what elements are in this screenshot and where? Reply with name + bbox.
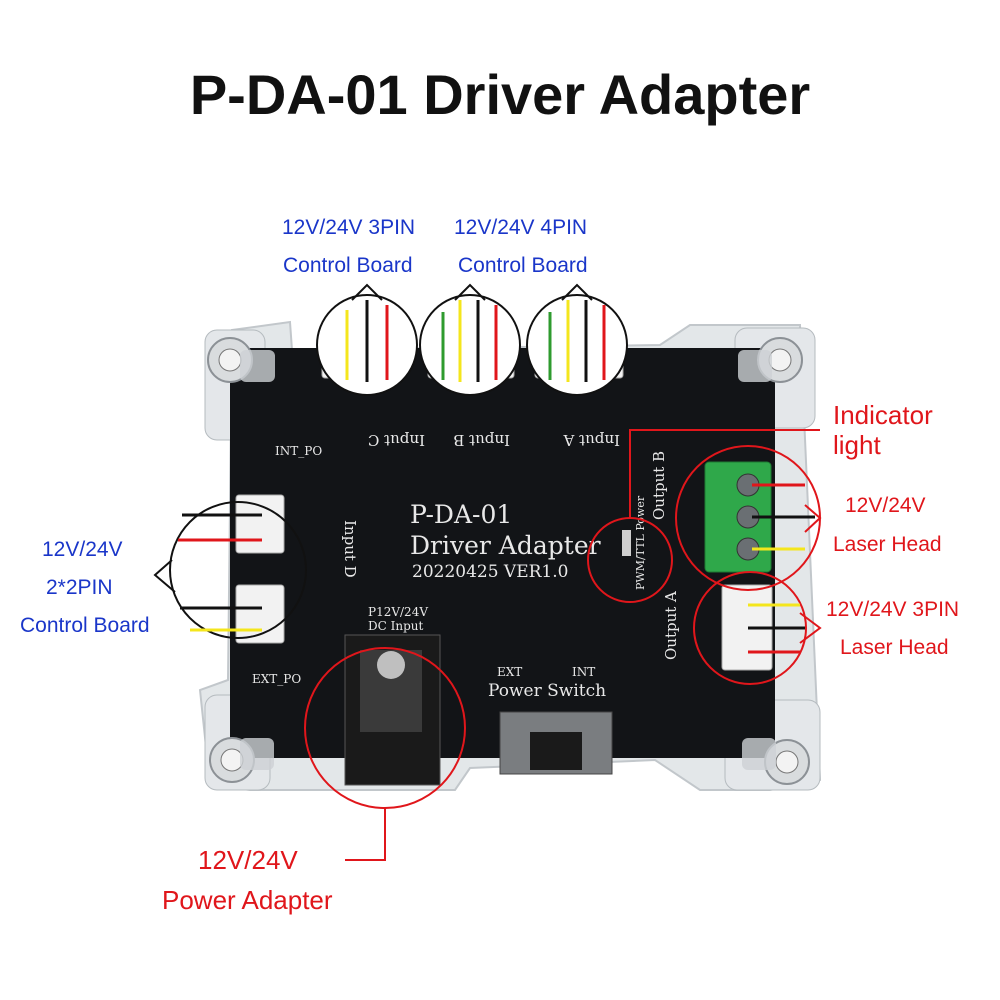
callout-circle-laser-3pin <box>693 571 807 685</box>
input-c-label: Input C <box>368 431 425 449</box>
pointer-laser-terminal <box>804 504 822 533</box>
callout-circle-4pin-a <box>526 294 628 396</box>
pointer-4pin-a <box>561 283 593 301</box>
input-a-label: Input A <box>563 431 620 449</box>
page-title: P-DA-01 Driver Adapter <box>189 63 811 126</box>
int-po-label: INT_PO <box>275 444 322 458</box>
switch-int-label: INT <box>572 665 595 679</box>
callout-3pin-line2: Control Board <box>283 254 413 277</box>
callout-2x2-line3: Control Board <box>20 614 150 637</box>
board-model: P-DA-01 <box>410 500 512 529</box>
callout-2x2-line2: 2*2PIN <box>46 576 113 599</box>
input-b-label: Input B <box>453 431 510 449</box>
callout-laser-terminal-line2: Laser Head <box>833 533 942 556</box>
dc-jack <box>344 634 441 786</box>
input-d-label: Input D <box>341 520 359 578</box>
callout-2x2-line1: 12V/24V <box>42 538 123 561</box>
indicator-silk: PWM/TTL Power <box>634 495 647 590</box>
pointer-2x2 <box>153 559 176 593</box>
switch-ext-label: EXT <box>497 665 522 679</box>
pointer-indicator <box>629 429 820 518</box>
callout-power-line2: Power Adapter <box>162 885 333 915</box>
callout-4pin-line2: Control Board <box>458 254 588 277</box>
callout-power-line1: 12V/24V <box>198 845 298 875</box>
callout-indicator-line2: light <box>833 430 881 460</box>
power-switch-label: Power Switch <box>488 681 606 701</box>
indicator-led <box>622 530 631 556</box>
dc-input-label-2: DC Input <box>368 619 423 633</box>
power-switch <box>499 711 613 775</box>
callout-laser-3pin-line2: Laser Head <box>840 636 949 659</box>
board-name: Driver Adapter <box>410 531 601 560</box>
board-version: 20220425 VER1.0 <box>412 562 568 582</box>
callout-indicator-line1: Indicator <box>833 400 933 430</box>
callout-3pin-line1: 12V/24V 3PIN <box>282 216 416 239</box>
callout-laser-terminal-line1: 12V/24V <box>845 494 926 517</box>
callout-circle-2x2 <box>169 501 307 639</box>
callout-laser-3pin-line1: 12V/24V 3PIN <box>826 598 960 621</box>
output-a-label: Output A <box>662 591 680 660</box>
pointer-power <box>345 808 386 861</box>
output-b-label: Output B <box>650 451 668 520</box>
laser-terminal-block <box>704 461 772 573</box>
dc-input-label-1: P12V/24V <box>368 605 428 619</box>
pointer-4pin-b <box>454 283 486 301</box>
ext-po-label: EXT_PO <box>252 672 301 686</box>
callout-4pin-line1: 12V/24V 4PIN <box>454 216 588 239</box>
callout-circle-4pin-b <box>419 294 521 396</box>
screw-icon <box>207 337 810 785</box>
input-d-connector-top <box>235 494 285 554</box>
pointer-laser-3pin <box>799 612 822 644</box>
pointer-3pin <box>351 283 383 301</box>
